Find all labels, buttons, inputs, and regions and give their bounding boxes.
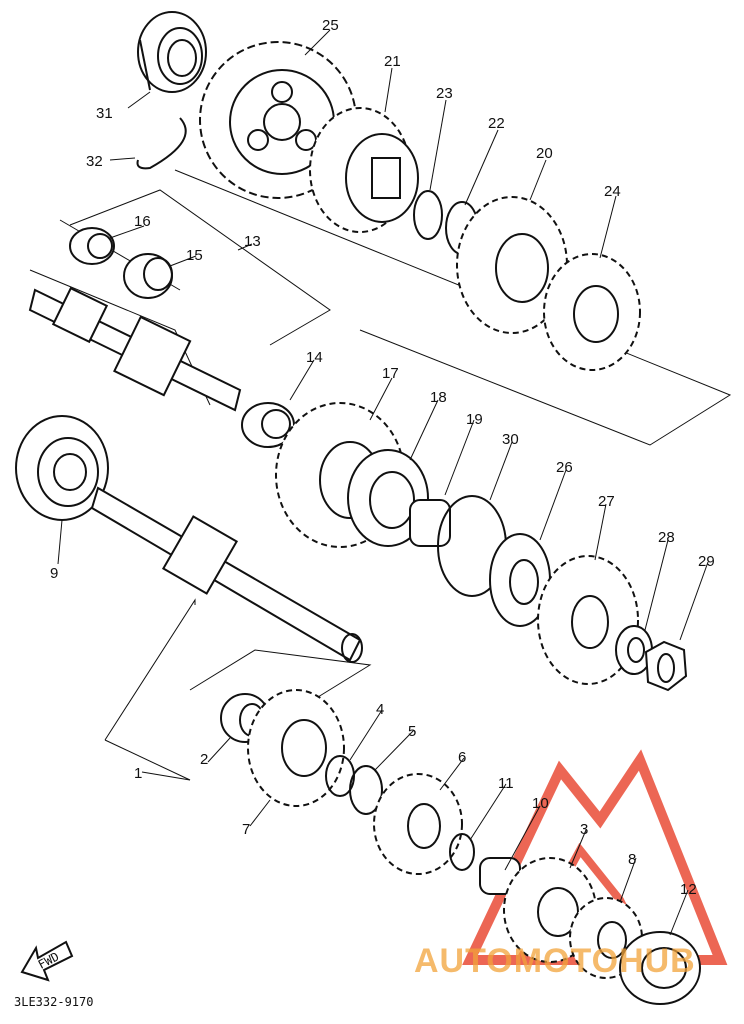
part-label-31: 31 — [96, 105, 113, 122]
part-label-7: 7 — [242, 821, 250, 838]
sprocket-27 — [537, 555, 639, 685]
part-label-1: 1 — [134, 765, 142, 782]
drawing-code: 3LE332-9170 — [14, 995, 93, 1009]
bushing-16 — [69, 227, 115, 265]
bearing-18 — [347, 449, 429, 547]
part-label-22: 22 — [488, 115, 505, 132]
watermark-text: AUTOMOTOHUB — [414, 942, 696, 980]
circlip-32 — [136, 117, 187, 170]
part-label-27: 27 — [598, 493, 615, 510]
part-label-11: 11 — [498, 775, 514, 792]
part-label-14: 14 — [306, 349, 323, 366]
part-label-10: 10 — [532, 795, 549, 812]
collar-19 — [409, 499, 451, 547]
part-label-16: 16 — [134, 213, 151, 230]
bushing-15 — [123, 253, 173, 299]
part-label-19: 19 — [466, 411, 483, 428]
part-label-25: 25 — [322, 17, 339, 34]
part-label-28: 28 — [658, 529, 675, 546]
part-label-21: 21 — [384, 53, 401, 70]
part-label-23: 23 — [436, 85, 453, 102]
part-label-15: 15 — [186, 247, 203, 264]
forward-arrow-icon: FWD — [20, 940, 74, 982]
bushing-14 — [241, 402, 295, 448]
part-label-13: 13 — [244, 233, 261, 250]
part-label-24: 24 — [604, 183, 621, 200]
part-label-32: 32 — [86, 153, 103, 170]
part-label-29: 29 — [698, 553, 715, 570]
gear-6 — [373, 773, 463, 875]
bearing-12 — [619, 931, 701, 1005]
shaft-13 — [28, 286, 242, 412]
leader-lines — [57, 29, 709, 936]
bearing-31 — [137, 11, 207, 93]
ring-11 — [449, 833, 475, 871]
part-label-18: 18 — [430, 389, 447, 406]
shaft-1 — [90, 486, 363, 663]
ring-5 — [349, 765, 383, 815]
part-label-3: 3 — [580, 821, 588, 838]
part-label-30: 30 — [502, 431, 519, 448]
part-label-6: 6 — [458, 749, 466, 766]
part-label-5: 5 — [408, 723, 416, 740]
ring-23 — [413, 190, 443, 240]
nut-29 — [644, 640, 688, 692]
part-label-17: 17 — [382, 365, 399, 382]
gear-7 — [247, 689, 345, 807]
gear-24 — [543, 253, 641, 371]
gear-21 — [309, 107, 419, 233]
part-label-20: 20 — [536, 145, 553, 162]
part-label-12: 12 — [680, 881, 697, 898]
part-number-labels: 31 32 25 21 23 22 20 24 16 15 13 14 17 1… — [50, 17, 715, 898]
part-label-9: 9 — [50, 565, 58, 582]
part-label-4: 4 — [376, 701, 384, 718]
part-label-26: 26 — [556, 459, 573, 476]
part-label-2: 2 — [200, 751, 208, 768]
part-label-8: 8 — [628, 851, 636, 868]
